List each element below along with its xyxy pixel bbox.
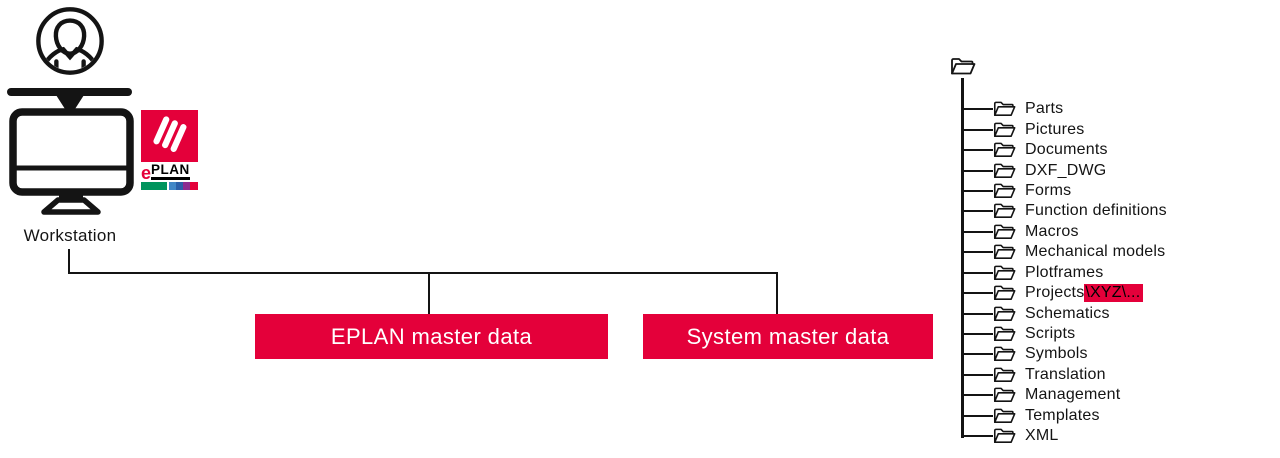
tree-branch-line xyxy=(963,230,993,233)
workstation-monitor-icon xyxy=(7,88,134,215)
folder-label: Symbols xyxy=(1025,345,1088,363)
connector-eplan-box-line xyxy=(428,272,430,316)
folder-icon xyxy=(993,325,1016,343)
folder-icon xyxy=(993,427,1016,445)
folder-icon xyxy=(993,202,1016,220)
connector-workstation-line xyxy=(68,249,70,274)
folder-label: Function definitions xyxy=(1025,202,1167,220)
folder-label: Management xyxy=(1025,386,1121,404)
tree-branch-line xyxy=(963,394,993,397)
tree-branch-line xyxy=(963,251,993,254)
eplan-wordmark-plan: PLAN xyxy=(151,163,190,180)
tree-row: Schematics xyxy=(963,303,1167,323)
tree-branch-line xyxy=(963,149,993,152)
root-folder-icon xyxy=(950,56,976,77)
logo-bar-darkblue-segment xyxy=(176,182,183,190)
tree-branch-line xyxy=(963,189,993,192)
folder-label: Forms xyxy=(1025,181,1072,199)
tree-row: Parts xyxy=(963,99,1167,119)
folder-label: Schematics xyxy=(1025,304,1110,322)
tree-branch-line xyxy=(963,169,993,172)
folder-label: Macros xyxy=(1025,222,1079,240)
folder-icon xyxy=(993,121,1016,139)
tree-branch-line xyxy=(963,128,993,131)
tree-branch-line xyxy=(963,435,993,438)
folder-icon xyxy=(993,305,1016,323)
eplan-wordmark: e PLAN xyxy=(141,163,198,183)
folder-icon xyxy=(993,407,1016,425)
user-avatar-icon xyxy=(36,7,104,75)
folder-label: Mechanical models xyxy=(1025,243,1166,261)
eplan-logo-color-bar xyxy=(141,182,198,190)
tree-branch-line xyxy=(963,271,993,274)
folder-icon xyxy=(993,345,1016,363)
logo-bar-green-segment xyxy=(141,182,167,190)
folder-label: Parts xyxy=(1025,100,1064,118)
tree-row: Pictures xyxy=(963,119,1167,139)
folder-icon xyxy=(993,223,1016,241)
folder-label: Projects xyxy=(1025,284,1085,302)
folder-icon xyxy=(993,162,1016,180)
tree-row: Documents xyxy=(963,140,1167,160)
tree-branch-line xyxy=(963,414,993,417)
folder-label: Pictures xyxy=(1025,120,1085,138)
logo-bar-purple-segment xyxy=(183,182,190,190)
tree-branch-line xyxy=(963,292,993,295)
connector-system-box-line xyxy=(776,272,778,315)
tree-row: Macros xyxy=(963,222,1167,242)
folder-label: DXF_DWG xyxy=(1025,161,1107,179)
tree-row: Symbols xyxy=(963,344,1167,364)
tree-trunk-line xyxy=(961,78,964,438)
tree-branch-line xyxy=(963,210,993,213)
logo-bar-red-segment xyxy=(190,182,198,190)
folder-label: XML xyxy=(1025,427,1059,445)
system-master-data-box: System master data xyxy=(643,314,933,359)
folder-icon xyxy=(993,366,1016,384)
folder-icon xyxy=(993,264,1016,282)
tree-row: Mechanical models xyxy=(963,242,1167,262)
tree-row: Scripts xyxy=(963,324,1167,344)
folder-icon xyxy=(993,100,1016,118)
tree-branch-line xyxy=(963,373,993,376)
tree-row: Forms xyxy=(963,181,1167,201)
logo-bar-blue-segment xyxy=(169,182,176,190)
tree-row: Function definitions xyxy=(963,201,1167,221)
tree-row: XML xyxy=(963,426,1167,446)
folder-label: Documents xyxy=(1025,141,1108,159)
folder-icon xyxy=(993,243,1016,261)
tree-row: Translation xyxy=(963,365,1167,385)
folder-label: Translation xyxy=(1025,365,1106,383)
folder-label-highlight: \XYZ\... xyxy=(1084,284,1144,303)
tree-branch-line xyxy=(963,312,993,315)
tree-row: DXF_DWG xyxy=(963,160,1167,180)
folder-icon xyxy=(993,182,1016,200)
folder-label: Scripts xyxy=(1025,325,1076,343)
folder-tree: Parts Pictures Documents DXF_DWG Forms F… xyxy=(963,99,1167,446)
connector-horizontal-line xyxy=(68,272,778,274)
tree-branch-line xyxy=(963,333,993,336)
tree-row: Management xyxy=(963,385,1167,405)
tree-row: Templates xyxy=(963,406,1167,426)
folder-icon xyxy=(993,284,1016,302)
eplan-wordmark-e: e xyxy=(141,163,152,183)
eplan-logo-mark xyxy=(141,110,198,162)
tree-branch-line xyxy=(963,108,993,111)
folder-icon xyxy=(993,141,1016,159)
tree-row: Projects \XYZ\... xyxy=(963,283,1167,303)
workstation-label: Workstation xyxy=(23,226,117,245)
folder-label: Templates xyxy=(1025,406,1100,424)
tree-branch-line xyxy=(963,353,993,356)
folder-label: Plotframes xyxy=(1025,263,1104,281)
eplan-master-data-box: EPLAN master data xyxy=(255,314,608,359)
tree-row: Plotframes xyxy=(963,263,1167,283)
eplan-logo: e PLAN xyxy=(141,110,198,190)
folder-icon xyxy=(993,386,1016,404)
